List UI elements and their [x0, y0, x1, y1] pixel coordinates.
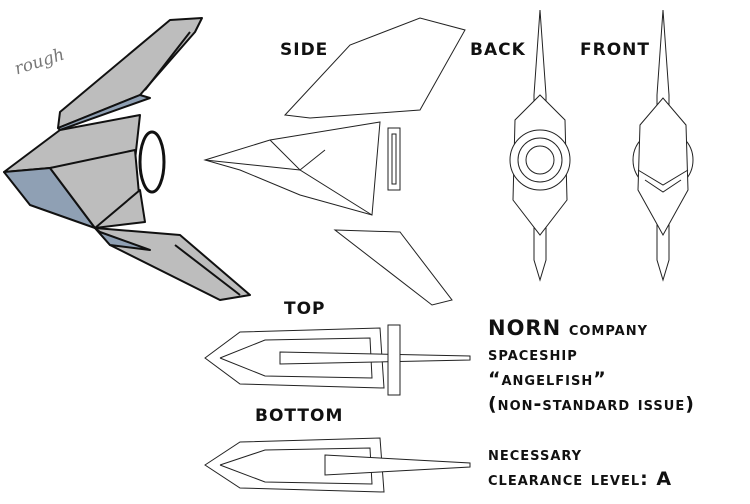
top-view [204, 324, 471, 396]
desc-line5: necessary [488, 443, 583, 465]
top-label: TOP [284, 299, 326, 319]
back-view [509, 9, 571, 282]
side-view [203, 17, 466, 306]
bottom-view [204, 437, 471, 493]
side-label: SIDE [280, 40, 329, 60]
desc-line4: (non-standard issue) [488, 393, 695, 415]
rough-sketch [3, 17, 251, 301]
bottom-label: BOTTOM [255, 406, 344, 426]
desc-line6: clearance level: A [488, 468, 673, 490]
desc-line1: company [568, 318, 649, 340]
back-label: BACK [470, 40, 526, 60]
front-label: FRONT [580, 40, 650, 60]
brand-name: NORN [488, 316, 562, 340]
front-view [632, 9, 694, 282]
desc-line3: “angelfish” [488, 368, 607, 390]
desc-line2: spaceship [488, 343, 578, 365]
ship-description: NORN company spaceship “angelfish” (non-… [488, 316, 695, 492]
